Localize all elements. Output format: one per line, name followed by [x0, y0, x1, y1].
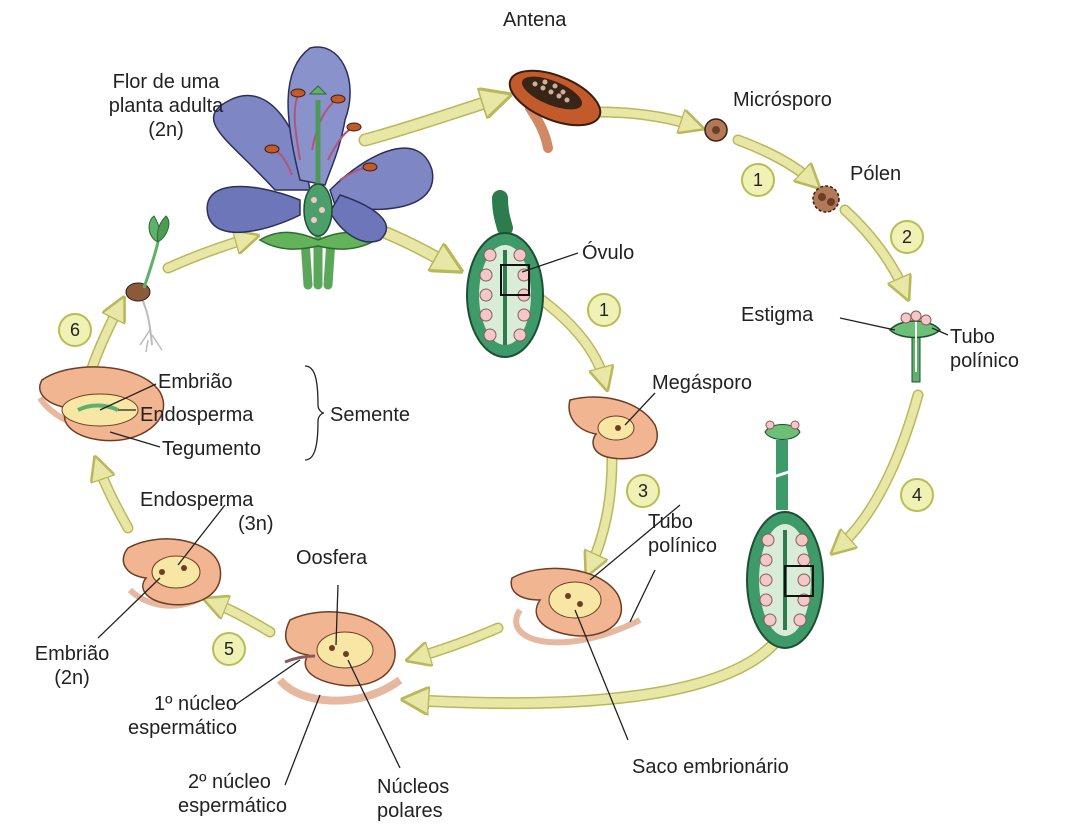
nucleo-1-line-1: 1º núcleo [128, 692, 237, 716]
arrow-zygote-to-seed [98, 465, 128, 528]
nucleos-polares-label: Núcleos polares [377, 775, 449, 823]
embriao-seed-label: Embrião [158, 370, 232, 394]
embriao-2n-line-2: (2n) [12, 666, 132, 690]
arrow-anther-to-microspore [600, 112, 695, 126]
step-6-badge: 6 [58, 313, 92, 347]
nucleo-1-label: 1º núcleo espermático [128, 692, 237, 740]
pollen-illustration [813, 186, 839, 212]
nucleo-2-line-2: espermático [178, 794, 287, 818]
tubo-polinico-mid-line-1: Tubo [648, 510, 717, 534]
step-4-badge: 4 [900, 478, 934, 512]
adult-flower-illustration [207, 47, 433, 285]
ovary-with-pollen-tube-illustration [747, 421, 823, 648]
arrow-fertilization-to-zygote [212, 602, 270, 632]
endosperma-3n-line-1: Endosperma [140, 488, 286, 512]
embriao-2n-line-1: Embrião [12, 642, 132, 666]
nucleo-2-label: 2º núcleo espermático [178, 770, 287, 818]
tubo-polinico-mid-line-2: polínico [648, 534, 717, 558]
arrow-sac-to-fertilization [415, 628, 498, 658]
flower-label-line-3: (2n) [96, 118, 236, 142]
nucleo-1-line-2: espermático [128, 716, 237, 740]
arrow-seedling-to-flower [168, 238, 250, 268]
stigma-illustration [890, 311, 940, 382]
endosperma-3n-label: Endosperma (3n) [140, 488, 286, 536]
ovulo-label: Óvulo [582, 241, 634, 265]
arrow-seed-to-seedling [92, 305, 120, 368]
step-3-badge: 3 [626, 474, 660, 508]
endosperma-3n-line-2: (3n) [140, 512, 286, 536]
megaspore-illustration [569, 397, 657, 459]
nucleo-2-line-1: 2º núcleo [178, 770, 287, 794]
nucleos-polares-line-2: polares [377, 799, 449, 823]
tubo-polinico-top-line-1: Tubo [950, 325, 1019, 349]
embriao-2n-label: Embrião (2n) [12, 642, 132, 690]
anther-illustration [502, 60, 607, 148]
arrow-stigma-to-ovary [838, 395, 918, 548]
flower-label: Flor de uma planta adulta (2n) [96, 70, 236, 142]
microsporo-label: Micrósporo [733, 88, 832, 112]
microspore-illustration [705, 119, 727, 141]
step-1-badge-mid: 1 [587, 293, 621, 327]
tubo-polinico-mid-label: Tubo polínico [648, 510, 717, 558]
seedling-illustration [126, 216, 169, 352]
polen-label: Pólen [850, 162, 901, 186]
megasporo-label: Megásporo [652, 371, 752, 395]
tubo-polinico-top-line-2: polínico [950, 349, 1019, 373]
step-1-badge-upper: 1 [741, 163, 775, 197]
estigma-label: Estigma [741, 303, 813, 327]
nucleos-polares-line-1: Núcleos [377, 775, 449, 799]
oosfera-label: Oosfera [296, 546, 367, 570]
saco-embrionario-label: Saco embrionário [632, 755, 789, 779]
endosperma-seed-label: Endosperma [140, 403, 253, 427]
step-5-badge: 5 [212, 632, 246, 666]
arrow-flower-to-anther [365, 98, 500, 140]
ovary-illustration [467, 198, 543, 357]
flower-label-line-1: Flor de uma [96, 70, 236, 94]
tubo-polinico-top-label: Tubo polínico [950, 325, 1019, 373]
step-2-badge: 2 [890, 220, 924, 254]
antena-label: Antena [503, 8, 566, 32]
young-seed-illustration [123, 539, 220, 606]
tegumento-label: Tegumento [162, 437, 261, 461]
flower-label-line-2: planta adulta [96, 94, 236, 118]
arrow-megaspore-to-sac [590, 458, 612, 568]
fertilization-illustration [280, 612, 400, 701]
embryo-sac-illustration [511, 568, 640, 642]
semente-label: Semente [330, 403, 410, 427]
